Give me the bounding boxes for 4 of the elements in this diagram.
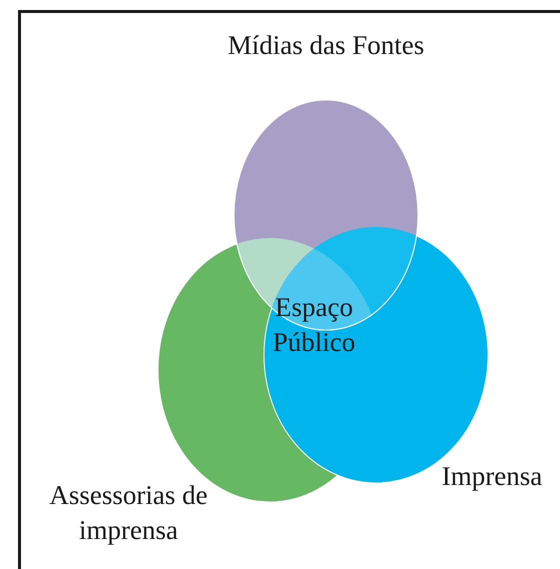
set-label: Mídias das Fontes [205, 28, 447, 64]
set-label: Assessorias de imprensa [36, 478, 221, 548]
intersection-label: Espaço Público [272, 291, 356, 360]
set-label: Imprensa [430, 459, 554, 494]
